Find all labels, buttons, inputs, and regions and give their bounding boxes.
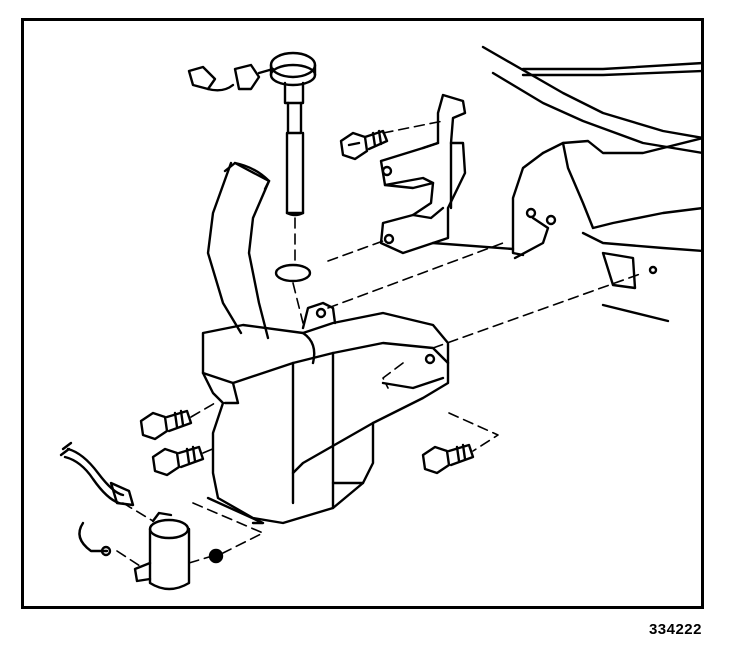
pump-grommet — [208, 548, 224, 564]
reservoir-exploded-view — [59, 45, 701, 591]
pump-connector — [78, 481, 135, 557]
washer-reservoir — [201, 301, 450, 525]
body-panel — [431, 45, 701, 323]
reservoir-bolt-lower — [151, 445, 205, 477]
washer-pump — [133, 511, 191, 591]
reservoir-bolt-upper — [139, 409, 193, 441]
figure-number: 334222 — [648, 621, 702, 638]
pump-hose — [59, 441, 125, 505]
bracket-bolt — [339, 129, 389, 161]
assembly-guide-lines — [116, 120, 644, 569]
filler-neck — [206, 161, 271, 340]
washer-level-sensor — [269, 51, 317, 217]
diagram-frame — [21, 18, 704, 609]
o-ring-seal — [274, 263, 312, 283]
mounting-bracket — [379, 93, 467, 255]
washer-level-sensor-connector — [187, 63, 275, 92]
reservoir-bolt-rear — [421, 443, 475, 475]
